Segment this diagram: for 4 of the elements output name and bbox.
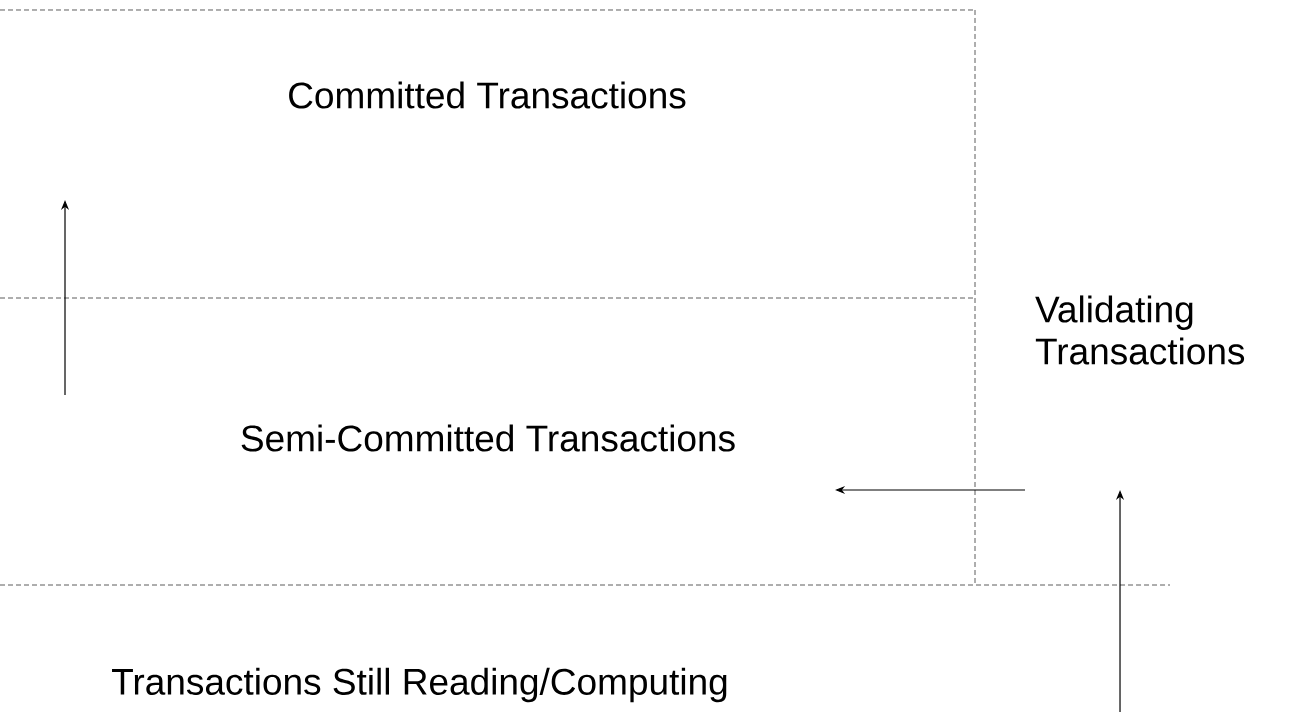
region-label: Transactions Still Reading/Computing xyxy=(112,667,727,703)
region-label: Committed Transactions xyxy=(289,81,686,109)
region-label: Validating Transactions xyxy=(1035,295,1245,365)
region-label: Semi-Committed Transactions xyxy=(241,424,735,452)
